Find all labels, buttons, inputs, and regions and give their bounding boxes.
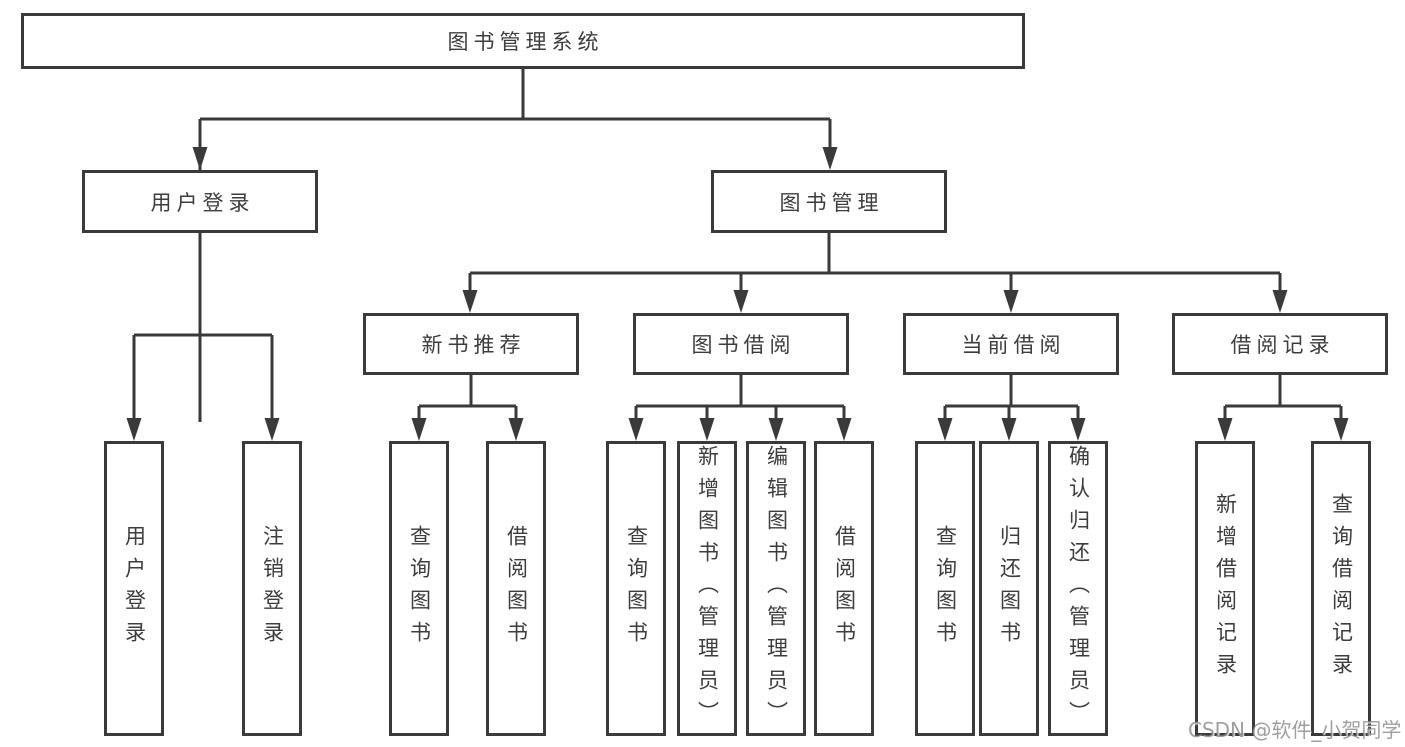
node-new-book-recommend: 新书推荐	[363, 313, 579, 375]
leaf-records-query-record-label: 查询借阅记录	[1329, 492, 1354, 685]
node-book-borrow: 图书借阅	[633, 313, 849, 375]
node-book-borrow-label: 图书借阅	[691, 333, 796, 357]
node-borrow-records-label: 借阅记录	[1230, 333, 1335, 357]
leaf-recommend-query-books-label: 查询图书	[407, 524, 432, 653]
leaf-records-add-record-label: 新增借阅记录	[1213, 492, 1238, 685]
leaf-logout-label: 注销登录	[260, 524, 285, 653]
node-current-borrow: 当前借阅	[903, 313, 1119, 375]
leaf-borrow-query-books: 查询图书	[606, 441, 666, 736]
leaf-records-query-record: 查询借阅记录	[1311, 441, 1371, 736]
connector-book-borrow	[634, 375, 846, 422]
arrowheads	[126, 147, 1349, 441]
node-current-borrow-label: 当前借阅	[961, 333, 1066, 357]
connector-book-mgmt	[468, 233, 1282, 294]
node-user-login: 用户登录	[82, 170, 318, 233]
node-root-system-label: 图书管理系统	[447, 30, 604, 54]
csdn-watermark: CSDN @软件_小贺同学	[1188, 718, 1402, 742]
leaf-recommend-borrow-books-label: 借阅图书	[504, 524, 529, 653]
leaf-current-query-books: 查询图书	[915, 441, 975, 736]
leaf-current-return-books-label: 归还图书	[997, 524, 1022, 653]
leaf-logout: 注销登录	[242, 441, 302, 736]
leaf-user-login-label: 用户登录	[122, 524, 147, 653]
leaf-borrow-borrow-books: 借阅图书	[814, 441, 874, 736]
node-book-mgmt: 图书管理	[711, 170, 947, 233]
connector-user-login	[132, 233, 274, 422]
leaf-borrow-edit-books-admin-label: 编辑图书（管理员）	[764, 444, 789, 733]
leaf-recommend-borrow-books: 借阅图书	[486, 441, 546, 736]
leaf-user-login: 用户登录	[104, 441, 164, 736]
leaf-borrow-add-books-admin: 新增图书（管理员）	[677, 441, 737, 736]
connector-current-borrow	[943, 375, 1080, 422]
node-borrow-records: 借阅记录	[1172, 313, 1388, 375]
leaf-current-confirm-return-admin: 确认归还（管理员）	[1048, 441, 1108, 736]
leaf-current-confirm-return-admin-label: 确认归还（管理员）	[1066, 444, 1091, 733]
leaf-current-return-books: 归还图书	[979, 441, 1039, 736]
leaf-records-add-record: 新增借阅记录	[1195, 441, 1255, 736]
connector-borrow-records	[1223, 375, 1343, 422]
node-root-system: 图书管理系统	[21, 13, 1025, 69]
leaf-borrow-borrow-books-label: 借阅图书	[832, 524, 857, 653]
leaf-borrow-edit-books-admin: 编辑图书（管理员）	[746, 441, 806, 736]
leaf-recommend-query-books: 查询图书	[389, 441, 449, 736]
connector-new-book-recommend	[417, 375, 518, 422]
leaf-current-query-books-label: 查询图书	[933, 524, 958, 653]
node-user-login-label: 用户登录	[150, 190, 255, 215]
leaf-borrow-query-books-label: 查询图书	[624, 524, 649, 653]
connector-root	[198, 69, 832, 422]
node-book-mgmt-label: 图书管理	[779, 190, 884, 215]
leaf-borrow-add-books-admin-label: 新增图书（管理员）	[695, 444, 720, 733]
node-new-book-recommend-label: 新书推荐	[421, 333, 526, 357]
